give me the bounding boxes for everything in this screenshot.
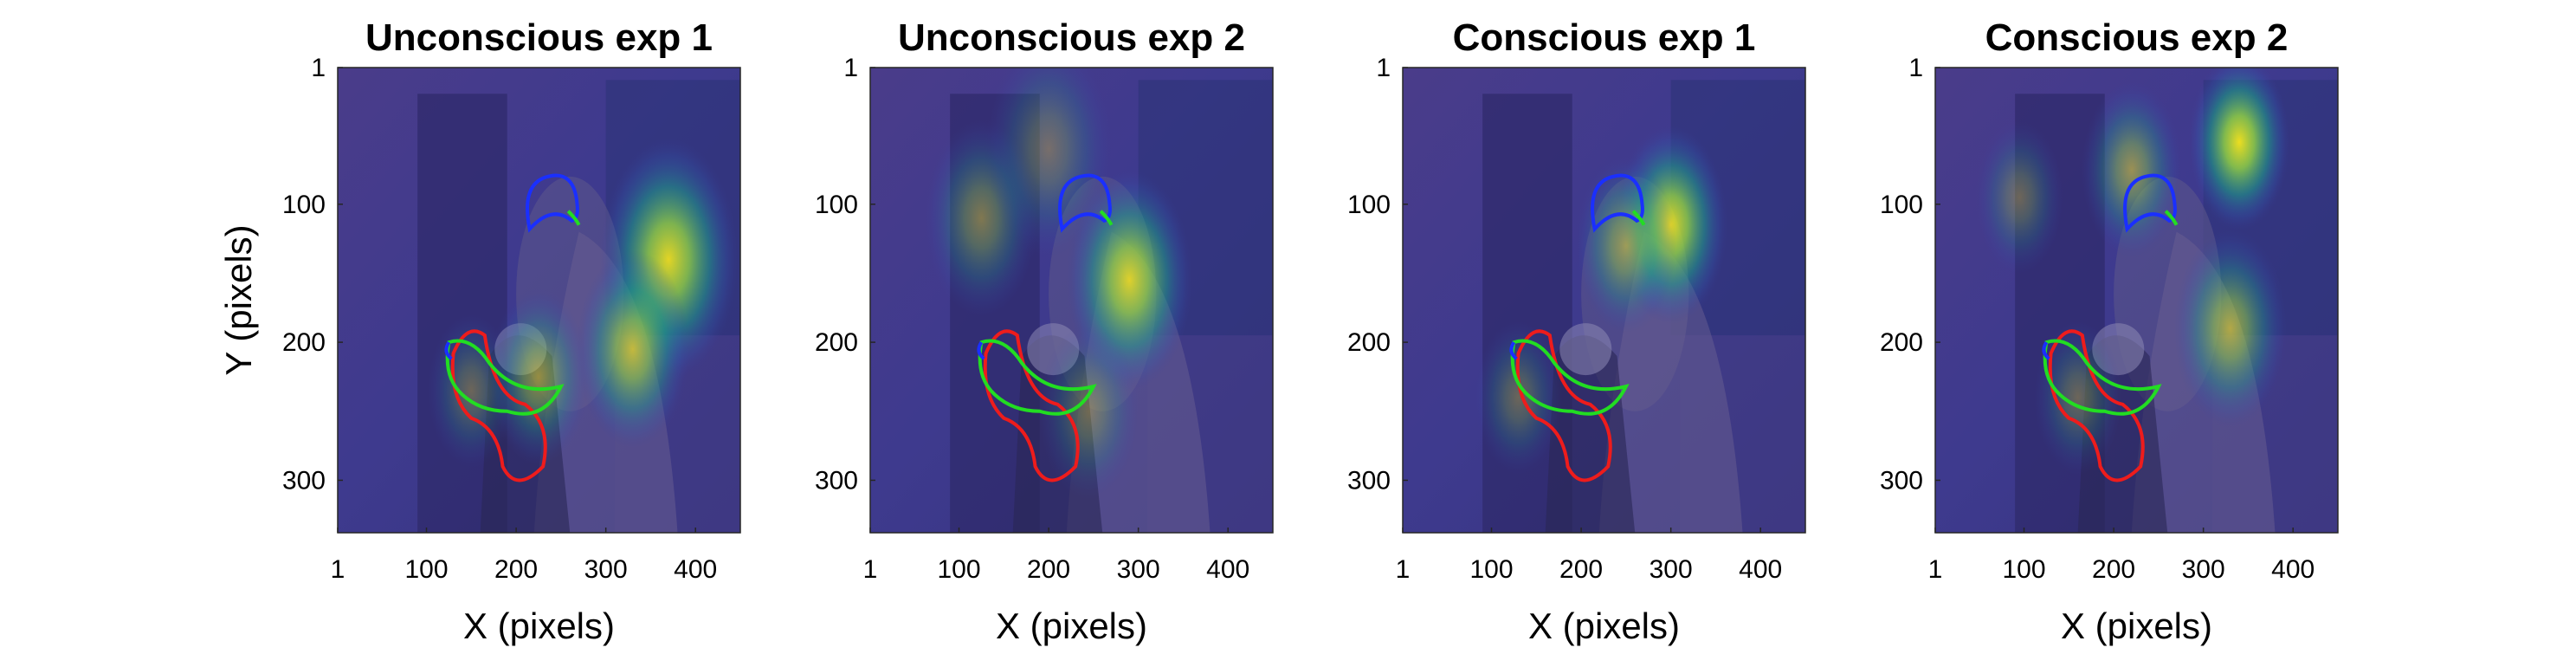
- roi-ear-green: [566, 210, 581, 226]
- x-tick-label: 100: [404, 555, 448, 584]
- x-tick-label: 200: [494, 555, 538, 584]
- y-tick-label: 300: [1347, 466, 1391, 495]
- roi-ear-green: [2164, 210, 2179, 226]
- roi-hand-red: [450, 329, 547, 482]
- heat-spot: [576, 249, 689, 449]
- y-tick-label: 200: [1880, 328, 1923, 357]
- x-tick-label: 1: [331, 555, 345, 584]
- roi-small-blue: [977, 341, 985, 360]
- heat-spot: [985, 68, 1112, 260]
- heatmap-layer: [1474, 125, 1727, 476]
- axes-box: [1934, 67, 2339, 534]
- roi-ear-green: [1099, 210, 1114, 226]
- y-tick-label: 1: [843, 54, 858, 82]
- y-tick-label: 200: [282, 328, 326, 357]
- roi-hand-red: [2048, 329, 2145, 482]
- y-axis-label: Y (pixels): [218, 224, 259, 375]
- panel-1: Unconscious exp 1 1 100 200 300 400 1 100 200 300…: [218, 16, 741, 646]
- x-tick-label: 300: [2182, 555, 2225, 584]
- heatmap-layer: [427, 138, 738, 469]
- roi-hand-red: [983, 329, 1080, 482]
- x-tick-label: 100: [1469, 555, 1513, 584]
- heat-spot: [2033, 320, 2122, 476]
- y-tick-label: 1: [1376, 54, 1391, 82]
- roi-small-blue: [1509, 341, 1518, 360]
- y-tick-label: 1: [1908, 54, 1923, 82]
- roi-outlines: [444, 173, 581, 482]
- roi-outlines: [2042, 173, 2179, 482]
- x-axis-label: X (pixels): [2061, 605, 2212, 646]
- roi-small-blue: [2042, 341, 2050, 360]
- roi-toy-green: [445, 339, 565, 416]
- y-tick-label: 100: [1347, 191, 1391, 219]
- x-tick-label: 300: [1117, 555, 1160, 584]
- x-tick-label: 100: [937, 555, 980, 584]
- y-tick-label: 300: [1880, 466, 1923, 495]
- y-tick-label: 200: [815, 328, 858, 357]
- roi-toy-green: [1510, 339, 1630, 416]
- y-tick-label: 300: [282, 466, 326, 495]
- x-tick-label: 200: [2092, 555, 2135, 584]
- heat-spot: [2173, 229, 2287, 428]
- panel-3: Conscious exp 1 1 100 200 300 400 1 100 200 300 X …: [1347, 16, 1806, 646]
- roi-head-blue: [526, 173, 579, 233]
- y-tick-label: 100: [815, 191, 858, 219]
- chart-title: Conscious exp 2: [1985, 16, 2289, 59]
- y-tick-label: 100: [1880, 191, 1923, 219]
- x-tick-label: 200: [1027, 555, 1070, 584]
- axes-box: [1402, 67, 1806, 534]
- chart-title: Unconscious exp 1: [365, 16, 713, 59]
- heat-spot: [1575, 157, 1676, 334]
- x-tick-label: 400: [1206, 555, 1249, 584]
- x-tick-label: 1: [1928, 555, 1943, 584]
- roi-ear-green: [1631, 210, 1646, 226]
- child-head: [1559, 323, 1612, 376]
- x-tick-label: 1: [863, 555, 878, 584]
- x-tick-label: 300: [1650, 555, 1693, 584]
- heat-spot: [1474, 320, 1563, 476]
- chart-title: Unconscious exp 2: [898, 16, 1245, 59]
- x-tick-label: 200: [1559, 555, 1603, 584]
- axes-box: [869, 67, 1274, 534]
- axes-box: [337, 67, 741, 534]
- x-tick-label: 300: [584, 555, 628, 584]
- y-tick-label: 100: [282, 191, 326, 219]
- heat-spot: [487, 288, 589, 465]
- y-tick-label: 300: [815, 466, 858, 495]
- roi-toy-green: [978, 339, 1097, 416]
- panel-4: Conscious exp 2 1 100 200 300 400 1 100 200 300 X …: [1880, 16, 2339, 646]
- roi-small-blue: [444, 341, 453, 360]
- roi-outlines: [1509, 173, 1646, 482]
- panel-2: Unconscious exp 2 1 100 200 300 400 1 100 200 300…: [815, 16, 1274, 646]
- roi-outlines: [977, 173, 1114, 482]
- roi-head-blue: [1591, 173, 1644, 233]
- x-axis-label: X (pixels): [996, 605, 1147, 646]
- heat-spot: [1038, 322, 1140, 500]
- roi-toy-green: [2043, 339, 2162, 416]
- x-tick-label: 400: [1739, 555, 1782, 584]
- heat-spot: [1975, 120, 2064, 275]
- x-axis-label: X (pixels): [463, 605, 615, 646]
- roi-hand-red: [1515, 329, 1612, 482]
- heatmap-layer: [925, 68, 1192, 500]
- x-tick-label: 400: [674, 555, 717, 584]
- chart-title: Conscious exp 1: [1453, 16, 1756, 59]
- roi-head-blue: [1058, 173, 1112, 233]
- heat-spot: [2081, 81, 2182, 258]
- x-axis-label: X (pixels): [1528, 605, 1680, 646]
- y-tick-label: 200: [1347, 328, 1391, 357]
- x-tick-label: 100: [2002, 555, 2045, 584]
- child-body: [1545, 335, 1636, 533]
- x-tick-label: 400: [2271, 555, 2315, 584]
- x-tick-label: 1: [1396, 555, 1411, 584]
- y-tick-label: 1: [311, 54, 326, 82]
- heat-spot: [2189, 68, 2290, 230]
- roi-head-blue: [2123, 173, 2177, 233]
